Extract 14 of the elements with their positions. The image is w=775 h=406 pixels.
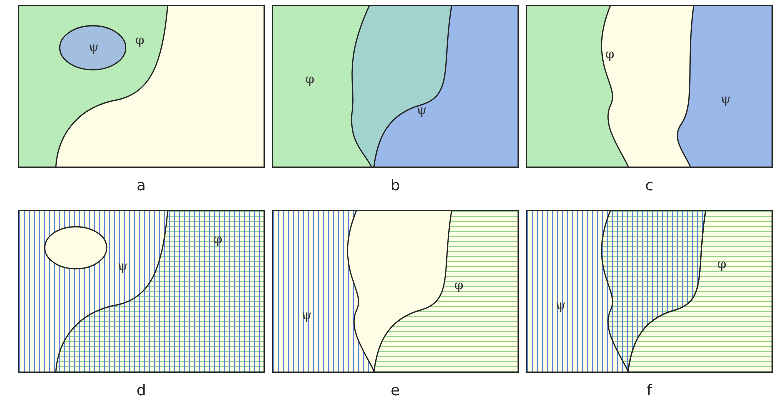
region-symbol: φ — [717, 258, 727, 272]
panel-caption: d — [136, 384, 146, 398]
region-symbol: φ — [135, 34, 145, 48]
panel-caption: c — [645, 178, 654, 194]
region-symbol: ψ — [720, 94, 732, 106]
region-symbol: φ — [305, 74, 315, 86]
region-symbol: ψ — [416, 104, 428, 118]
region-symbol: φ — [605, 48, 615, 62]
panel-caption: b — [390, 178, 400, 194]
region-symbol: φ — [454, 280, 464, 292]
panel-caption: e — [390, 384, 400, 398]
panel-caption: f — [646, 384, 652, 398]
panel-caption: a — [136, 178, 146, 194]
region-symbol: ψ — [88, 42, 100, 54]
